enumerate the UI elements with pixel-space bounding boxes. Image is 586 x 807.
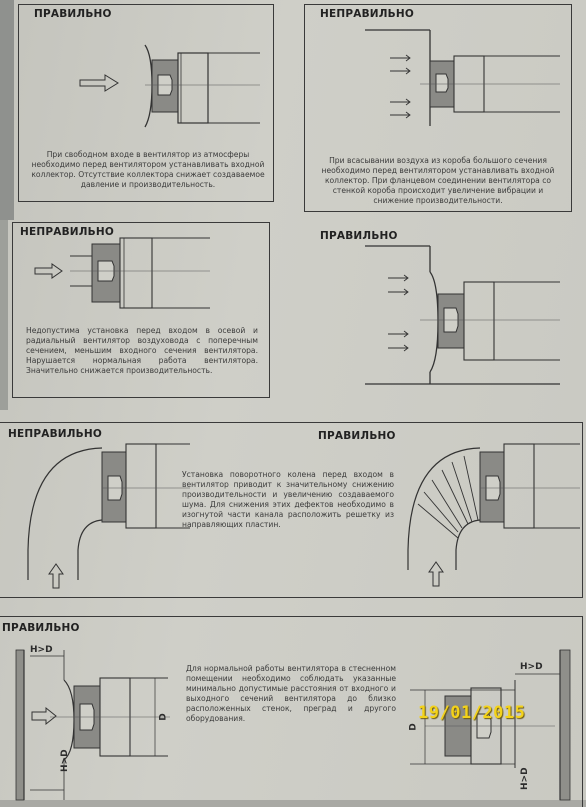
panel-large-box-incorrect	[304, 4, 572, 212]
diagram-elbow-incorrect	[27, 443, 190, 589]
panel-narrow-duct-incorrect	[12, 222, 270, 398]
dim-hd-bottom-left: H>D	[60, 749, 70, 772]
panel-5-label-correct: ПРАВИЛЬНО	[318, 430, 396, 442]
panel-1-label: ПРАВИЛЬНО	[34, 8, 112, 20]
panel-2-caption: При всасывании воздуха из короба большог…	[321, 156, 555, 205]
diagram-clearance-left	[15, 649, 170, 801]
panel-clearance-correct	[0, 616, 583, 807]
dim-hd-bottom-right: H>D	[520, 767, 530, 790]
diagram-elbow-correct	[407, 443, 580, 587]
panel-1-caption: При свободном входе в вентилятор из атмо…	[31, 150, 265, 189]
dim-d-right: D	[408, 723, 419, 731]
panel-6-caption: Для нормальной работы вентилятора в стес…	[186, 664, 396, 723]
diagram-free-inlet-collector	[79, 44, 260, 128]
panel-4-label: ПРАВИЛЬНО	[320, 230, 398, 242]
diagram-box-collector-correct	[365, 245, 560, 385]
panel-2-label: НЕПРАВИЛЬНО	[320, 8, 414, 20]
previous-page-edge	[0, 0, 14, 220]
dim-hd-top-left: H>D	[30, 645, 53, 655]
panel-3-label: НЕПРАВИЛЬНО	[20, 226, 114, 238]
dim-d-left: D	[158, 713, 169, 721]
panel-elbow	[0, 422, 583, 598]
previous-page-edge-lower	[0, 220, 8, 410]
panel-free-inlet-correct	[18, 4, 274, 202]
diagram-box-flange-incorrect	[365, 29, 560, 126]
diagram-clearance-right	[410, 649, 571, 801]
panel-6-label: ПРАВИЛЬНО	[2, 622, 80, 634]
panel-5-caption: Установка поворотного колена перед входо…	[182, 470, 394, 529]
dim-hd-top-right: H>D	[520, 662, 543, 672]
diagram-narrow-duct	[34, 237, 210, 309]
panel-3-caption: Недопустима установка перед входом в осе…	[26, 326, 258, 375]
panel-5-label-incorrect: НЕПРАВИЛЬНО	[8, 428, 102, 440]
date-stamp: 19/01/2015	[418, 703, 526, 723]
